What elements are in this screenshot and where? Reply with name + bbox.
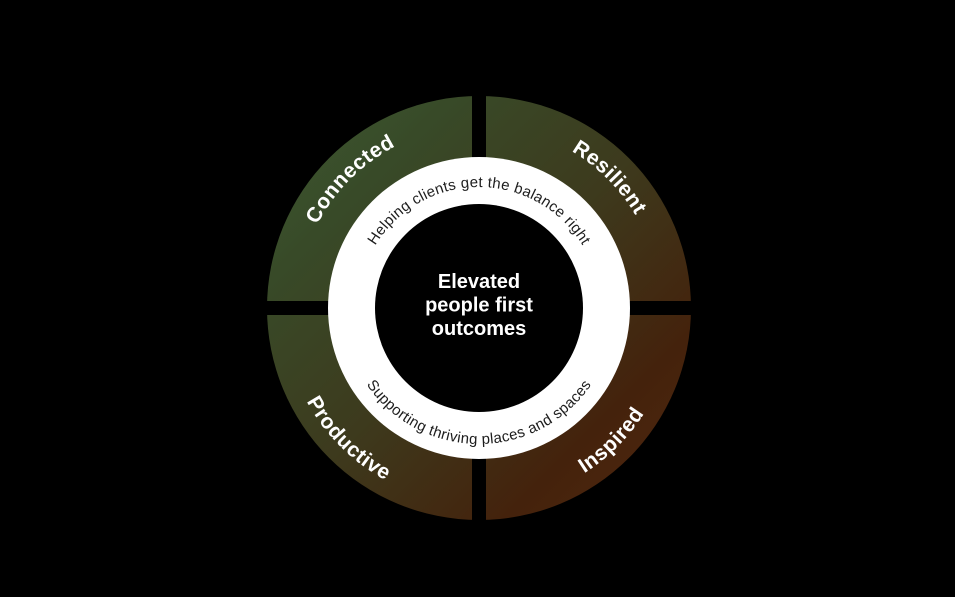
- center-statement-line3: outcomes: [432, 318, 526, 340]
- center-circle: [375, 204, 583, 412]
- center-statement-line1: Elevated: [438, 271, 520, 293]
- center-statement-line2: people first: [425, 295, 533, 317]
- outcomes-wheel-diagram: Connected Resilient Productive Inspired …: [259, 88, 699, 528]
